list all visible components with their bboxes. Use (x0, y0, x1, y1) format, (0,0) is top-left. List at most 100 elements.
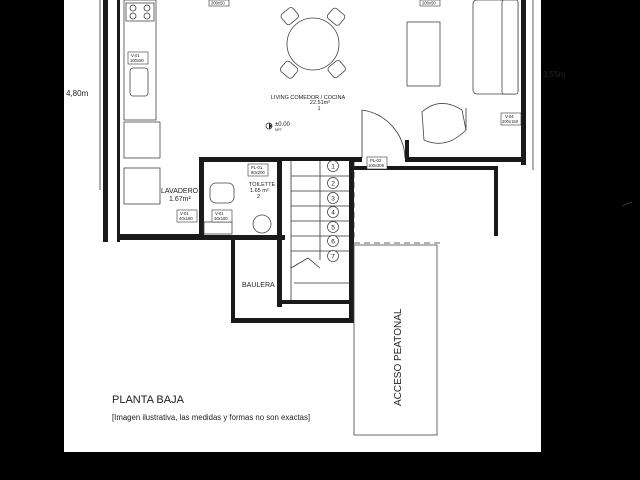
step-6-label: 6 (331, 239, 335, 246)
acceso-label: ACCESO PEATONAL (393, 308, 404, 406)
tag-door-pl01: PL-01 80x200 (247, 163, 269, 177)
lavadero-name: LAVADERO (161, 188, 199, 195)
step-1 (327, 160, 339, 172)
burner-icon (129, 4, 137, 12)
wall-left-outer (103, 0, 108, 242)
wall-lav-toil (199, 162, 204, 240)
living-furniture (406, 0, 519, 144)
chair-icon (280, 7, 299, 26)
level-mark: ±0.00 NPT (265, 122, 291, 132)
coffee-table (406, 21, 441, 87)
tag-window-v04: V-04 200x150 (500, 112, 522, 126)
wall-door-jamb (354, 157, 362, 162)
level-marker-fill (269, 123, 272, 129)
tag-door-pl02: PL-02 100x200 (366, 156, 388, 170)
wall-stair-right (349, 157, 354, 322)
svg-text:80x200: 80x200 (251, 170, 265, 175)
living-number: 1 (317, 106, 320, 112)
toilette-name: TOILETTE (249, 182, 276, 188)
step-3-label: 3 (331, 196, 335, 203)
armchair-icon (421, 103, 467, 144)
basin-icon (252, 214, 272, 234)
stair-arrow-icon (290, 257, 321, 269)
wall-stair-bottom (282, 300, 349, 304)
wall-right-outer (521, 0, 526, 165)
living-name: LIVING COMEDOR / COCINA (271, 95, 346, 101)
dimension-right: 3,55m (543, 70, 566, 79)
chair-icon (279, 60, 299, 79)
sofa-back (501, 0, 519, 95)
burner-icon (143, 12, 151, 20)
step-3 (327, 192, 339, 204)
staircase: 1 2 3 4 5 6 7 (290, 160, 349, 300)
tag-window-lavadero: V-01 40x180 (176, 209, 198, 223)
svg-text:100x50: 100x50 (130, 58, 144, 63)
toilet-icon (209, 182, 235, 204)
wall-stair-left (277, 157, 282, 307)
wall-baulera-left (231, 240, 235, 322)
sink-icon (129, 67, 149, 97)
tag-window-top-left: 200x50 (208, 0, 230, 7)
step-7 (327, 250, 339, 262)
baulera-name: BAULERA (242, 282, 275, 289)
access-walkway (353, 244, 438, 436)
shower-tray (203, 221, 233, 235)
step-5-label: 5 (331, 225, 335, 232)
svg-text:V-01: V-01 (215, 211, 224, 216)
edge-marker (621, 201, 633, 207)
wall-toilette-top (199, 157, 277, 162)
dining-table (286, 17, 340, 71)
chair-icon (326, 7, 346, 26)
wall-right-jamb (405, 140, 409, 162)
svg-text:40x180: 40x180 (214, 216, 228, 221)
step-7-label: 7 (331, 254, 335, 261)
svg-text:200x50: 200x50 (422, 1, 436, 6)
svg-text:40x180: 40x180 (179, 216, 193, 221)
step-4 (327, 206, 339, 218)
wall-baulera-bottom (231, 318, 354, 323)
toilette-number: 2 (257, 194, 260, 200)
cooktop (125, 2, 155, 22)
wall-toilette-bottom (201, 235, 285, 240)
kitchen-counter (123, 0, 161, 205)
wall-right-bottom (405, 157, 526, 162)
tag-window-top-right: 200x50 (419, 0, 441, 7)
wall-left-inner (117, 0, 120, 242)
wall-porch-right (494, 166, 498, 236)
svg-text:PL-01: PL-01 (251, 165, 263, 170)
step-4-label: 4 (331, 210, 335, 217)
wall-stair-top (282, 157, 354, 161)
dining-set (279, 7, 346, 79)
door-swing (361, 109, 406, 159)
svg-text:PL-02: PL-02 (370, 158, 382, 163)
dimension-left: 4,80m (66, 89, 89, 98)
svg-text:100x200: 100x200 (368, 163, 385, 168)
step-2-label: 2 (331, 181, 335, 188)
level-value: ±0.00 (275, 122, 291, 128)
step-5 (327, 221, 339, 233)
step-2 (327, 177, 339, 189)
svg-text:200x150: 200x150 (502, 119, 519, 124)
washing-machine (123, 167, 161, 205)
tag-window-kitchen: V-01 100x50 (127, 51, 149, 65)
step-6 (327, 235, 339, 247)
svg-text:V-04: V-04 (505, 114, 514, 119)
chair-icon (327, 60, 346, 79)
lavadero-area: 1.67m² (169, 196, 191, 203)
svg-text:V-01: V-01 (180, 211, 189, 216)
wall-porch-top (354, 166, 498, 170)
toilette-area: 1.65 m² (250, 188, 269, 194)
svg-text:V-01: V-01 (131, 53, 140, 58)
fridge (123, 121, 161, 159)
tag-window-toilette: V-01 40x180 (211, 209, 233, 223)
step-1-label: 1 (331, 164, 335, 171)
plan-disclaimer: [Imagen ilustrativa, las medidas y forma… (112, 413, 310, 422)
burner-icon (129, 12, 137, 20)
level-sub: NPT (275, 128, 283, 132)
svg-text:200x50: 200x50 (211, 1, 225, 6)
walls (103, 0, 526, 323)
living-area: 22.51m² (310, 100, 330, 106)
wall-lavadero-bottom (117, 234, 201, 240)
burner-icon (143, 4, 151, 12)
